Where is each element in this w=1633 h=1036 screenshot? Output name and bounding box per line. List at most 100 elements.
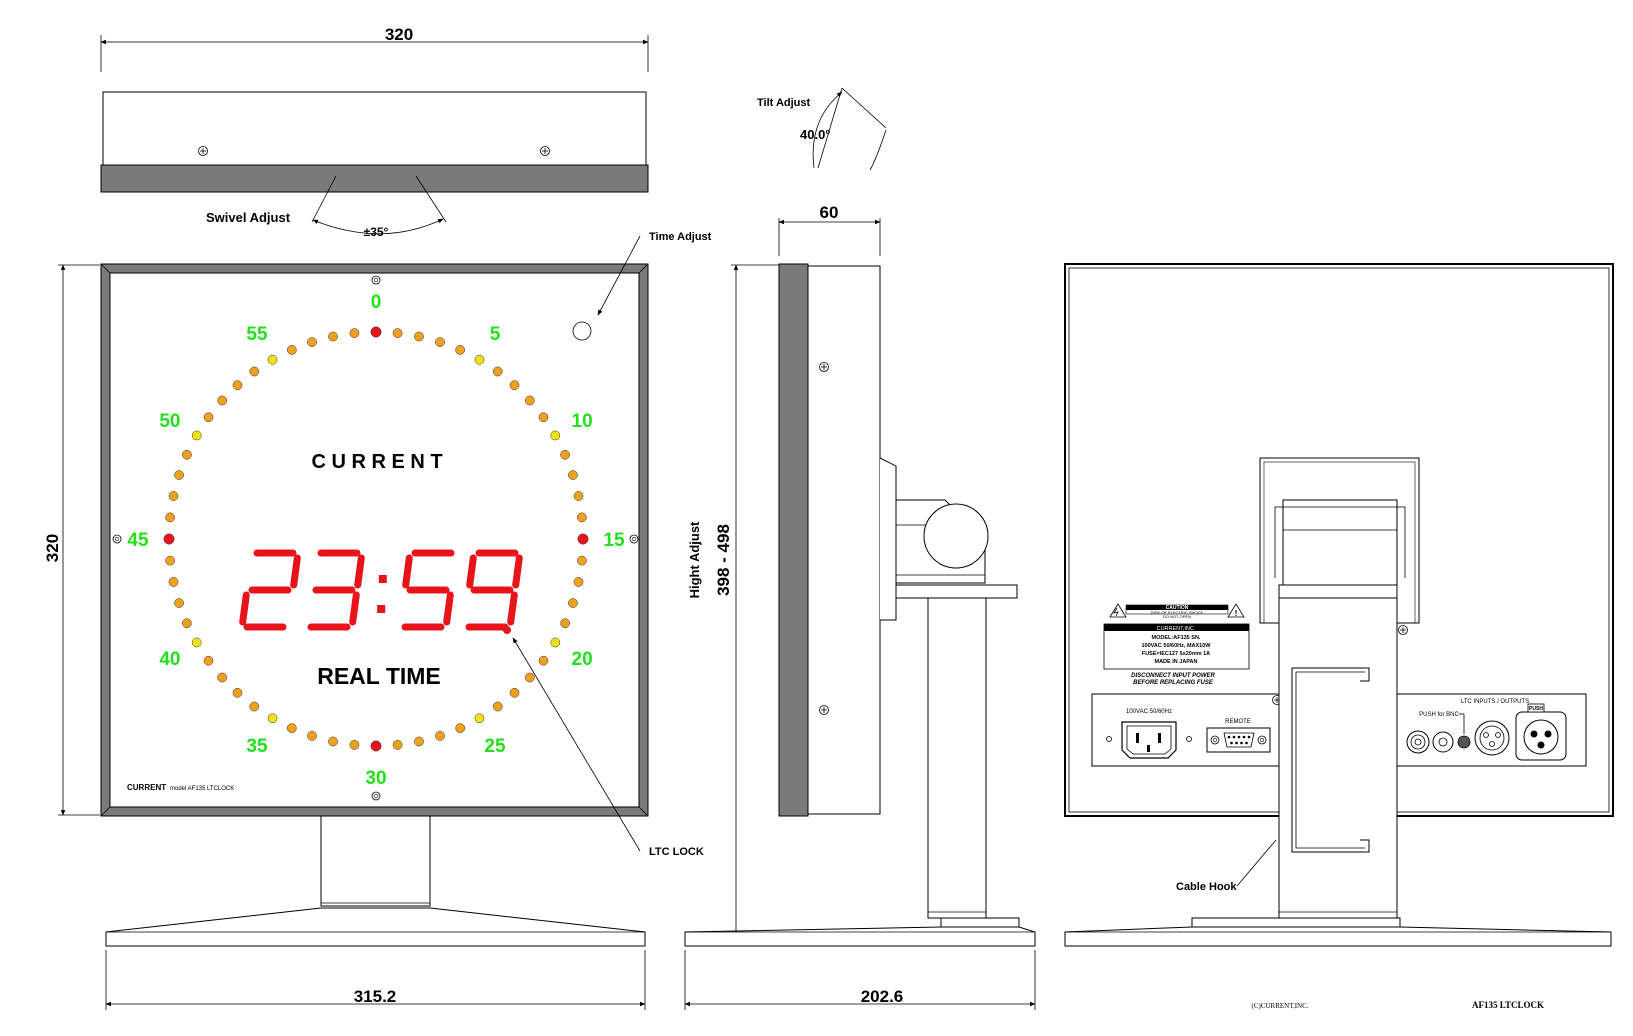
drawing-title: AF135 LTCLOCK (1472, 1000, 1544, 1010)
minute-led (232, 380, 243, 391)
remote-label: REMOTE (1225, 719, 1251, 725)
minute-led (168, 577, 179, 587)
minute-led (392, 740, 403, 750)
spec-line: FUSE=IEC127 5x20mm 1A (1142, 651, 1210, 657)
minute-led (267, 713, 278, 724)
minute-mark-label: 20 (572, 649, 593, 670)
tilt-angle-label: 40.0° (800, 127, 831, 142)
minute-led (168, 491, 179, 501)
minute-led (267, 354, 278, 365)
minute-led (328, 331, 338, 342)
top-view: 320 Swivel Adjust ±35° (100, 25, 649, 239)
minute-led (550, 637, 561, 648)
side-depth-label: 60 (820, 203, 839, 222)
caution-label: CAUTION (1166, 605, 1189, 611)
top-width-label: 320 (385, 25, 413, 44)
copyright-text: (C)CURRENT,INC. (1251, 1002, 1308, 1010)
side-stand-post (927, 597, 987, 919)
push-label: PUSH (1529, 706, 1543, 712)
mount-screw-icon (112, 534, 122, 544)
height-adjust-range: 398 - 498 (714, 524, 733, 596)
model-text: model AF135 LTCLOCK (170, 786, 234, 792)
screw-icon (198, 146, 208, 156)
front-stand-post (320, 815, 431, 907)
front-base (105, 907, 646, 947)
high-voltage-warning-icon (1109, 603, 1127, 618)
minute-led (509, 380, 520, 391)
svg-text:!: ! (1235, 609, 1238, 618)
minute-led (538, 412, 549, 423)
minute-led (249, 701, 260, 712)
caution-sub-2: DO NOT OPEN (1163, 614, 1191, 619)
minute-led (573, 577, 584, 587)
minute-led (307, 731, 317, 741)
minute-led (217, 672, 228, 683)
minute-led (455, 723, 466, 733)
minute-led (568, 470, 578, 480)
time-digit (239, 549, 301, 631)
minute-led (392, 328, 403, 338)
minute-led (474, 713, 485, 724)
minute-mark-label: 30 (365, 768, 386, 789)
minute-led (414, 331, 424, 342)
tilt-pivot (923, 503, 989, 569)
minute-led (577, 555, 587, 566)
minute-led (307, 337, 317, 347)
minute-led (492, 701, 503, 712)
model-brand: CURRENT (127, 783, 166, 792)
minute-led (560, 449, 570, 460)
time-display (239, 549, 523, 631)
front-height-label: 320 (43, 534, 62, 562)
bnc-push-button[interactable] (1457, 735, 1471, 749)
time-digit (401, 549, 455, 631)
minute-led (455, 345, 466, 355)
minute-led (568, 598, 578, 608)
spec-line: MADE IN JAPAN (1155, 659, 1198, 665)
minute-led (165, 555, 175, 566)
colon-dot (378, 575, 387, 583)
minute-led (474, 354, 485, 365)
rear-view: CAUTION RISK OF ELECTRIC SHOCK DO NOT OP… (1064, 263, 1614, 947)
ltc-lock-label: LTC LOCK (649, 846, 704, 858)
minute-mark-label: 55 (246, 324, 268, 345)
time-adjust-button[interactable] (572, 321, 592, 341)
caution-sub-1: RISK OF ELECTRIC SHOCK (1151, 610, 1204, 615)
minute-led (174, 598, 184, 608)
minute-led (414, 736, 424, 747)
tilt-diagram: Tilt Adjust 40.0° (757, 87, 887, 171)
time-digit (307, 549, 365, 631)
side-front-frame (778, 263, 809, 817)
minute-led (163, 533, 175, 545)
minute-led (203, 412, 214, 423)
minute-led (191, 430, 202, 441)
minute-led (174, 470, 184, 480)
minute-mark-label: 0 (371, 292, 382, 313)
fuse-warning-2: BEFORE REPLACING FUSE (1133, 680, 1214, 686)
minute-led (538, 655, 549, 666)
spec-line: 100VAC 50/60Hz, MAX10W (1142, 643, 1212, 649)
minute-led-ring (163, 326, 589, 752)
minute-led (286, 723, 297, 733)
minute-mark-label: 45 (127, 530, 149, 551)
minute-led (349, 740, 360, 750)
minute-led (370, 740, 382, 752)
minute-led (370, 326, 382, 338)
side-view: 60 Hight Adjust 398 - 498 202.6 (684, 203, 1036, 1010)
tilt-adjust-label: Tilt Adjust (757, 97, 811, 109)
minute-led (286, 345, 297, 355)
rear-base (1064, 926, 1612, 947)
swivel-arc (312, 218, 444, 235)
time-digit (465, 549, 523, 631)
minute-led (524, 672, 535, 683)
minute-led (232, 687, 243, 698)
height-adjust-label: Hight Adjust (687, 521, 702, 598)
ltc-io-label: LTC INPUTS / OUTPUTS (1461, 699, 1529, 705)
minute-led (509, 687, 520, 698)
minute-led (182, 449, 192, 460)
ac-inlet[interactable] (1121, 721, 1177, 759)
minute-led (191, 637, 202, 648)
minute-led (577, 533, 589, 545)
swivel-angle-label: ±35° (364, 225, 389, 239)
